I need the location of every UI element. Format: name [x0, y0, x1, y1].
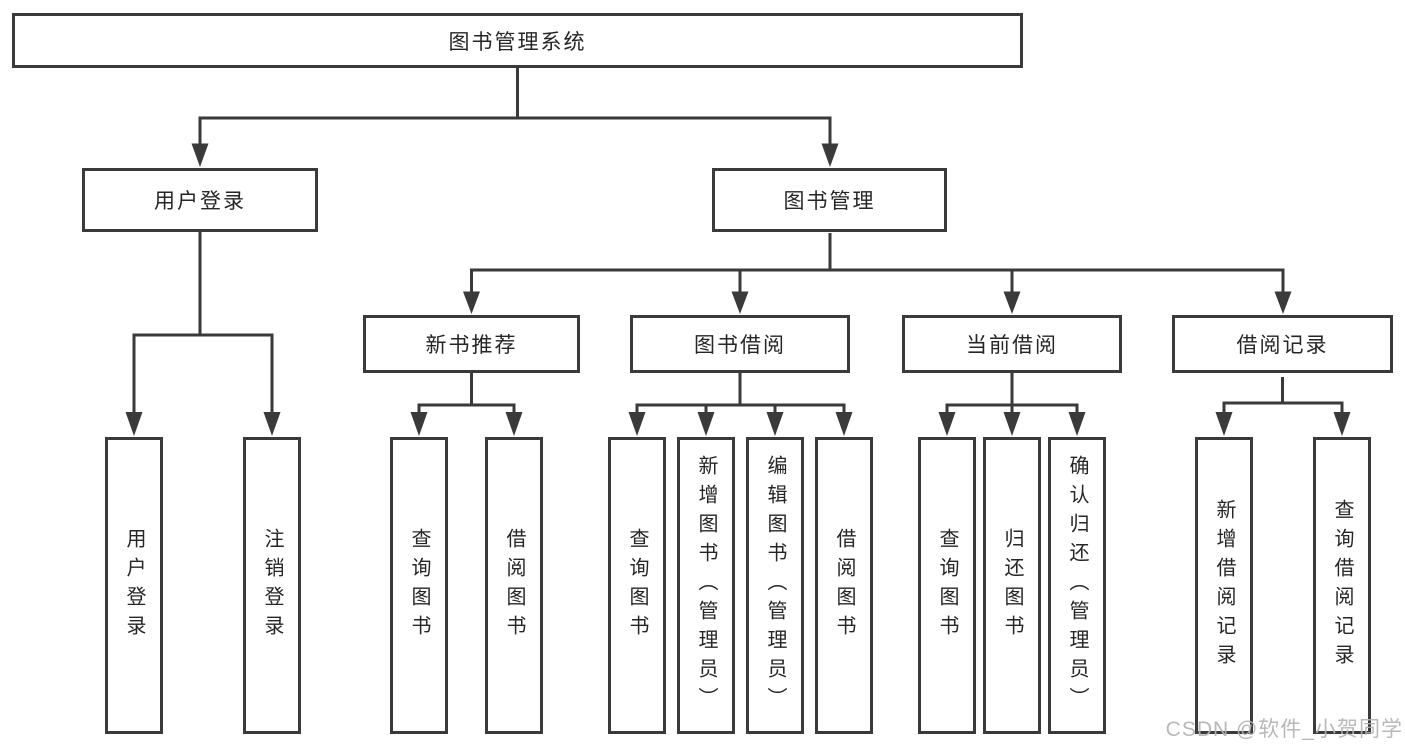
arrowhead-icon [821, 143, 839, 167]
connector-root-to-level2 [191, 68, 839, 167]
node-label: 查询借阅记录 [1331, 498, 1353, 673]
arrowhead-icon [263, 412, 281, 436]
arrowhead-icon [628, 412, 646, 436]
arrowhead-icon [1215, 412, 1233, 436]
arrowhead-icon [1003, 291, 1021, 314]
arrowhead-icon [731, 291, 749, 314]
leaf-confirm-return-admin: 确认归还（管理员） [1048, 437, 1106, 734]
node-label: 查询图书 [936, 527, 958, 644]
arrowhead-icon [1274, 291, 1292, 314]
node-label: 图书管理 [783, 190, 876, 213]
leaf-edit-books-admin: 编辑图书（管理员） [746, 437, 804, 734]
leaf-query-books-recommend: 查询图书 [390, 437, 448, 734]
leaf-return-books: 归还图书 [983, 437, 1041, 734]
arrowhead-icon [938, 412, 956, 436]
connector-borrowrecords-to-leaves [1215, 377, 1351, 436]
arrowhead-icon [1068, 412, 1086, 436]
arrowhead-icon [1003, 412, 1021, 436]
connector-bookborrow-to-leaves [628, 373, 853, 436]
node-label: 用户登录 [154, 190, 246, 213]
node-label: 新增借阅记录 [1213, 498, 1235, 673]
node-user-login: 用户登录 [82, 168, 318, 232]
arrowhead-icon [463, 291, 480, 314]
node-book-borrow: 图书借阅 [630, 315, 850, 373]
leaf-borrow-books-recommend: 借阅图书 [485, 437, 543, 734]
connector-bookmgmt-to-level3 [463, 233, 1292, 314]
node-current-borrow: 当前借阅 [902, 315, 1122, 373]
node-label: 用户登录 [123, 527, 145, 644]
node-label: 归还图书 [1001, 527, 1023, 644]
arrowhead-icon [1333, 412, 1351, 436]
node-label: 借阅图书 [833, 527, 855, 644]
connector-userlogin-to-leaves [125, 232, 281, 436]
node-new-book-recommend: 新书推荐 [363, 315, 580, 373]
node-label: 查询图书 [408, 527, 430, 644]
arrowhead-icon [766, 412, 784, 436]
node-label: 查询图书 [626, 527, 648, 644]
leaf-query-borrow-record: 查询借阅记录 [1313, 437, 1371, 734]
arrowhead-icon [410, 412, 428, 436]
leaf-borrow-books: 借阅图书 [815, 437, 873, 734]
arrowhead-icon [697, 412, 715, 436]
leaf-query-books-borrow: 查询图书 [608, 437, 666, 734]
node-label: 借阅图书 [503, 527, 525, 644]
arrowhead-icon [191, 143, 209, 167]
watermark: CSDN @软件_小贺同学 [1165, 718, 1403, 741]
node-label: 注销登录 [261, 527, 283, 644]
node-book-management: 图书管理 [712, 168, 947, 232]
leaf-user-login: 用户登录 [105, 437, 163, 734]
node-label: 确认归还（管理员） [1066, 455, 1088, 716]
node-label: 新书推荐 [425, 334, 518, 357]
node-label: 借阅记录 [1236, 334, 1329, 357]
node-label: 当前借阅 [966, 334, 1058, 357]
node-label: 图书借阅 [694, 334, 786, 357]
connector-newbook-to-leaves [410, 373, 523, 436]
arrowhead-icon [505, 412, 523, 436]
arrowhead-icon [835, 412, 853, 436]
node-label: 编辑图书（管理员） [764, 455, 786, 716]
node-root: 图书管理系统 [12, 13, 1023, 68]
leaf-add-borrow-record: 新增借阅记录 [1195, 437, 1253, 734]
arrowhead-icon [125, 412, 143, 436]
leaf-logout-login: 注销登录 [243, 437, 301, 734]
leaf-query-books-current: 查询图书 [918, 437, 976, 734]
node-borrow-records: 借阅记录 [1172, 315, 1393, 373]
leaf-add-books-admin: 新增图书（管理员） [677, 437, 735, 734]
node-label: 新增图书（管理员） [695, 455, 717, 716]
node-label: 图书管理系统 [448, 30, 587, 54]
connector-currentborrow-to-leaves [938, 373, 1086, 436]
